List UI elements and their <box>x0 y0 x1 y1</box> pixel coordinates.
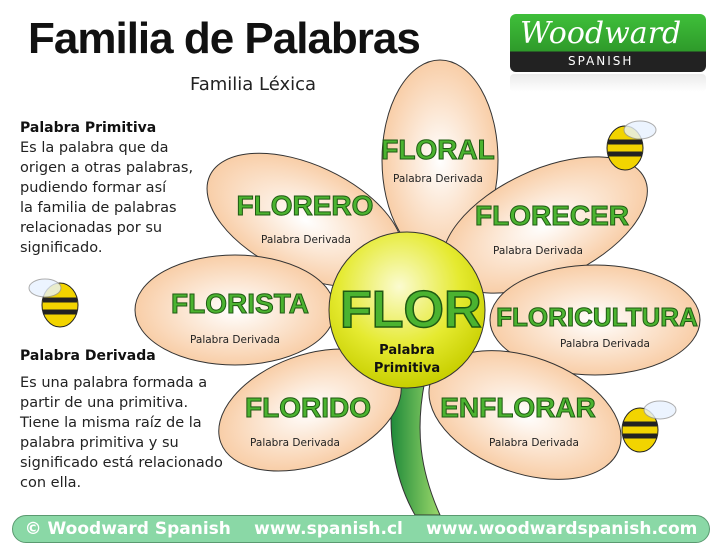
label-florido: Palabra Derivada <box>250 437 340 449</box>
text-line: Tiene la misma raíz de la <box>20 415 202 431</box>
footer-bar: © Woodward Spanish www.spanish.cl www.wo… <box>12 515 710 543</box>
woodward-logo: Woodward SPANISH <box>510 14 706 72</box>
logo-brand: Woodward <box>520 16 682 51</box>
bee-icon <box>28 278 79 328</box>
logo-sub: SPANISH <box>568 54 634 68</box>
derived-heading: Palabra Derivada <box>20 348 156 364</box>
bee-icon <box>606 120 657 171</box>
derived-description: Es una palabra formada a partir de una p… <box>20 373 223 493</box>
word-florero: FLORERO <box>236 190 374 222</box>
label-florista: Palabra Derivada <box>190 334 280 346</box>
primitive-word: FLOR <box>339 280 482 340</box>
text-line: significado está relacionado <box>20 455 223 471</box>
url-spanish-cl[interactable]: www.spanish.cl <box>254 519 403 539</box>
label-line: Palabra <box>379 343 435 358</box>
text-line: Es una palabra formada a <box>20 375 208 391</box>
text-line: relacionadas por su <box>20 220 163 236</box>
bee-icon <box>621 400 677 453</box>
primitive-heading: Palabra Primitiva <box>20 120 157 136</box>
word-floral: FLORAL <box>381 134 496 166</box>
label-floricultura: Palabra Derivada <box>560 338 650 350</box>
text-line: palabra primitiva y su <box>20 435 179 451</box>
copyright: © Woodward Spanish <box>24 519 231 539</box>
text-line: partir de una primitiva. <box>20 395 189 411</box>
url-woodwardspanish[interactable]: www.woodwardspanish.com <box>426 519 698 539</box>
label-florero: Palabra Derivada <box>261 234 351 246</box>
page-subtitle: Familia Léxica <box>190 74 317 95</box>
text-line: con ella. <box>20 475 82 491</box>
label-floral: Palabra Derivada <box>393 173 483 185</box>
word-florido: FLORIDO <box>245 392 372 424</box>
page-title: Familia de Palabras <box>28 14 421 63</box>
petal-floricultura <box>489 264 701 376</box>
label-enflorar: Palabra Derivada <box>489 437 579 449</box>
label-line: Primitiva <box>373 361 441 376</box>
word-floricultura: FLORICULTURA <box>496 302 699 333</box>
label-florecer: Palabra Derivada <box>493 245 583 257</box>
word-florecer: FLORECER <box>475 200 630 232</box>
text-line: origen a otras palabras, <box>20 160 194 176</box>
logo-reflection <box>510 74 706 92</box>
text-line: la familia de palabras <box>20 200 177 216</box>
word-florista: FLORISTA <box>171 288 310 320</box>
text-line: Es la palabra que da <box>20 140 169 156</box>
flower-center <box>328 231 486 389</box>
primitive-description: Es la palabra que da origen a otras pala… <box>20 138 193 258</box>
text-line: pudiendo formar así <box>20 180 167 196</box>
primitive-label: Palabra Primitiva <box>357 342 457 378</box>
text-line: significado. <box>20 240 103 256</box>
word-enflorar: ENFLORAR <box>440 392 597 424</box>
